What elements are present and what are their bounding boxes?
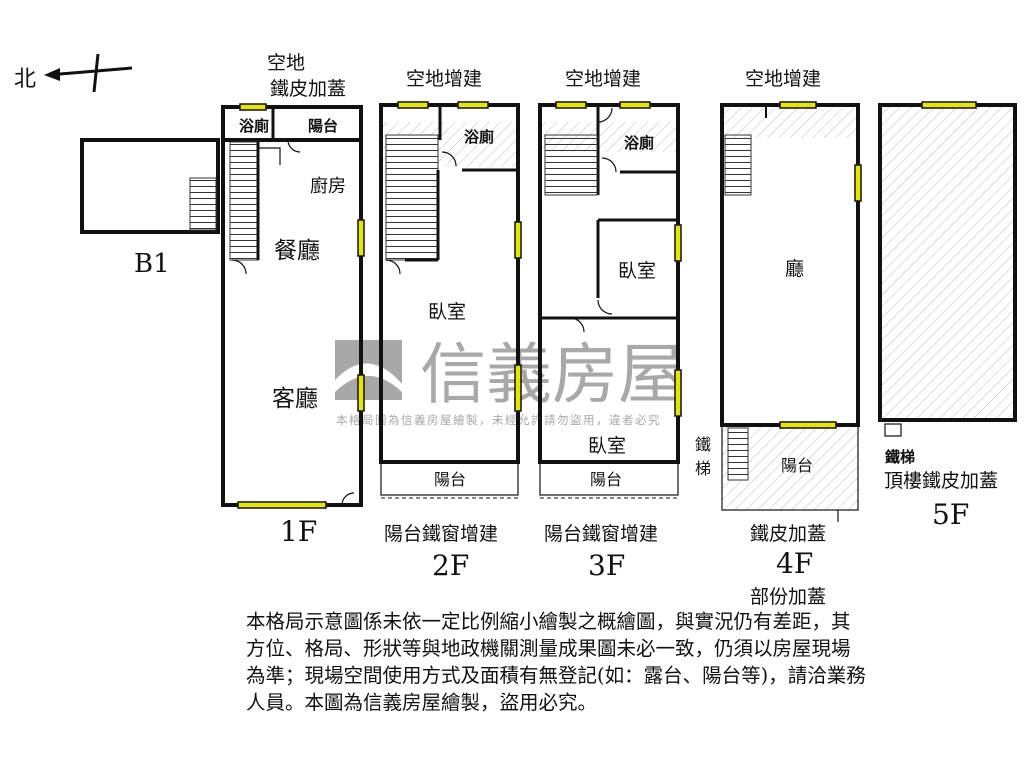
watermark-notice: 本格局圖為信義房屋繪製，未經允許請勿盜用，違者必究	[336, 413, 661, 427]
1f-balcony: 陽台	[308, 117, 338, 135]
3f-bedroom-1: 臥室	[618, 260, 656, 282]
4f-stair-2: 梯	[695, 459, 711, 478]
2f-bottom-note: 陽台鐵窗增建	[384, 523, 498, 545]
5f-roof-note: 頂樓鐵皮加蓋	[884, 470, 998, 492]
5f-label: 5F	[932, 498, 969, 531]
1f-label: 1F	[280, 515, 317, 548]
3f-top-note: 空地增建	[565, 68, 641, 90]
3f-bath: 浴廁	[624, 134, 654, 152]
1f-dining: 餐廳	[274, 238, 320, 264]
north-arrow: 北	[14, 53, 133, 93]
1f-living: 客廳	[272, 386, 318, 412]
3f-balcony: 陽台	[590, 470, 622, 489]
1f-top-note-1: 空地	[267, 52, 305, 74]
1f-kitchen: 廚房	[310, 175, 346, 197]
1f-top-note-2: 鐵皮加蓋	[270, 78, 346, 100]
2f-top-note: 空地增建	[406, 68, 482, 90]
watermark-brand: 信義房屋	[420, 336, 684, 413]
4f-bottom-note-1: 鐵皮加蓋	[750, 523, 826, 545]
floor-1f: 空地 鐵皮加蓋 浴廁 陽台 廚房 餐廳 客廳 1F	[221, 52, 365, 548]
b1-label: B1	[134, 249, 170, 279]
north-label: 北	[14, 67, 36, 92]
1f-bath: 浴廁	[239, 117, 269, 135]
watermark: 信義房屋 本格局圖為信義房屋繪製，未經允許請勿盜用，違者必究	[335, 336, 684, 427]
2f-label: 2F	[432, 549, 469, 582]
disclaimer-text: 本格局示意圖係未依一定比例縮小繪製之概繪圖，與實況仍有差距，其方位、格局、形狀等…	[246, 610, 866, 714]
floor-4f: 空地增建 廳 陽台 鐵 梯 鐵皮加蓋 4F 部份加蓋	[695, 68, 862, 608]
3f-label: 3F	[588, 549, 625, 582]
4f-bottom-note-2: 部份加蓋	[750, 586, 826, 608]
3f-bottom-note: 陽台鐵窗增建	[544, 523, 658, 545]
2f-bath: 浴廁	[464, 128, 494, 146]
5f-stair: 鐵梯	[885, 448, 915, 466]
floor-5f: 鐵梯 頂樓鐵皮加蓋 5F	[878, 101, 1017, 531]
4f-label: 4F	[776, 547, 813, 580]
3f-bedroom-2: 臥室	[588, 435, 626, 457]
floor-3f: 空地增建 浴廁 臥室 臥室 陽台 陽台鐵窗增建 3F	[538, 68, 682, 582]
4f-top-note: 空地增建	[745, 68, 821, 90]
floor-2f: 空地增建 浴廁 臥室 陽台 陽台鐵窗增建 2F	[379, 68, 522, 582]
4f-balcony: 陽台	[781, 456, 813, 475]
4f-stair-1: 鐵	[695, 435, 711, 454]
4f-hall: 廳	[785, 258, 804, 280]
floor-b1: B1	[80, 138, 220, 279]
2f-bedroom: 臥室	[428, 301, 466, 323]
2f-balcony: 陽台	[434, 470, 466, 489]
